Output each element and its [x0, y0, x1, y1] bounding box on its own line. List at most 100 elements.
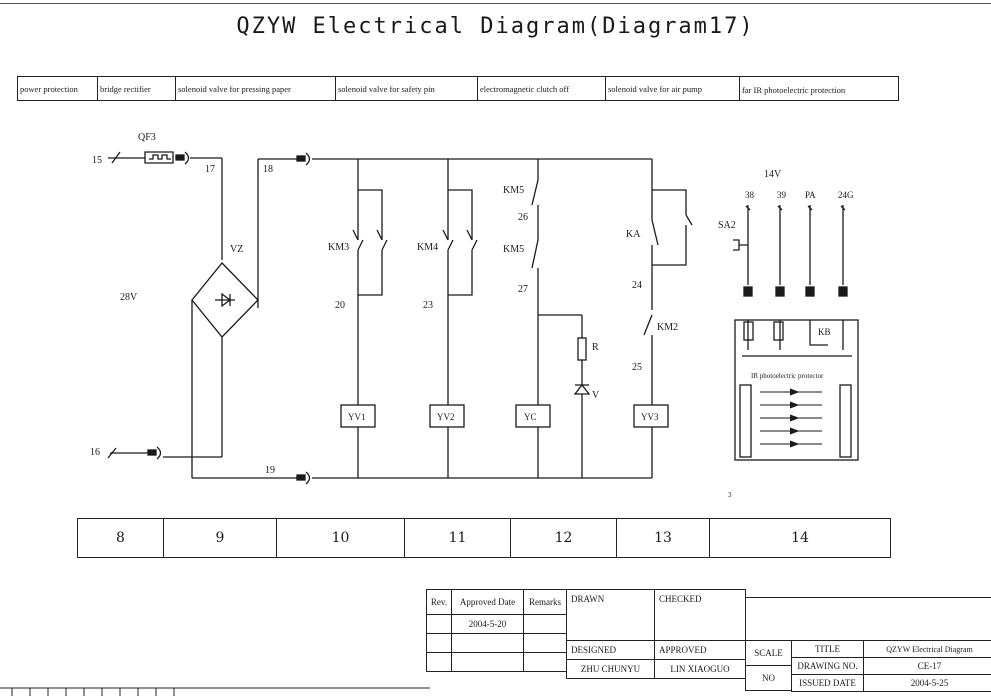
title-value: QZYW Electrical Diagram — [863, 640, 991, 658]
inner-connector — [773, 321, 784, 341]
resistor-r — [577, 337, 587, 361]
rev-row — [426, 633, 452, 653]
node-16-label: 16 — [90, 447, 100, 458]
connector-cup — [184, 151, 190, 165]
connector — [296, 155, 306, 162]
ka-contact — [652, 189, 693, 266]
coil-yc — [515, 404, 551, 428]
voltage-14v-label: 14V — [764, 169, 782, 180]
km4-label: KM4 — [417, 242, 438, 253]
kb-label: KB — [818, 327, 831, 337]
ir-protector-label: IR photoelectric protector — [751, 372, 824, 380]
km5a-label: KM5 — [503, 185, 524, 196]
km2-label: KM2 — [657, 322, 678, 333]
function-label: far IR photoelectric protection — [742, 85, 846, 95]
node-23-label: 23 — [423, 300, 433, 311]
plug — [775, 286, 785, 297]
coil-yv3 — [633, 404, 669, 428]
node-15-label: 15 — [92, 155, 102, 166]
function-label: solenoid valve for pressing paper — [176, 77, 336, 100]
column-number: 11 — [405, 519, 511, 557]
remarks-row — [523, 614, 567, 634]
sheet-border-top — [0, 3, 991, 4]
node-25-label: 25 — [632, 362, 642, 373]
plug — [838, 286, 848, 297]
terminal-24g — [840, 205, 846, 285]
ka-label: KA — [626, 229, 641, 240]
coil-yv1-label: YV1 — [348, 412, 366, 422]
terminal-24g-label: 24G — [838, 190, 854, 200]
qf3-label: QF3 — [138, 132, 156, 143]
node-17-label: 17 — [205, 164, 215, 175]
approved-date-value: 2004-5-20 — [451, 614, 524, 634]
title-block: Rev. Approved Date Remarks 2004-5-20 DRA… — [426, 589, 991, 699]
drawn-cell: DRAWN — [566, 589, 655, 641]
title-label: TITLE — [791, 640, 864, 658]
column-number: 13 — [617, 519, 710, 557]
diode-v — [573, 383, 591, 395]
rev-row — [426, 614, 452, 634]
switch-mark — [111, 151, 121, 164]
connector — [175, 154, 185, 161]
km5-contact-b — [531, 239, 539, 269]
remarks-row — [523, 633, 567, 653]
sa2-switch — [733, 239, 748, 251]
approved-date-header: Approved Date — [451, 589, 524, 615]
node-24-label: 24 — [632, 280, 642, 291]
breaker-symbol — [144, 151, 174, 164]
coil-yv2 — [429, 404, 465, 428]
diode-label: V — [592, 390, 600, 401]
diode-symbol — [215, 292, 235, 308]
rev-row — [426, 652, 452, 672]
column-index-bar: 8 9 10 11 12 13 14 — [77, 518, 891, 558]
bottom-ruler — [0, 687, 430, 696]
remarks-row — [523, 652, 567, 672]
designed-label: DESIGNED — [566, 640, 655, 660]
approved-by: LIN XIAOGUO — [654, 659, 746, 679]
km3-contact — [352, 189, 383, 241]
drawing-no-label: DRAWING NO. — [791, 657, 864, 675]
inner-connector — [743, 321, 754, 341]
checked-cell: CHECKED — [654, 589, 746, 641]
scale-label: SCALE — [745, 640, 792, 666]
terminal-pa — [807, 205, 813, 285]
rev-header: Rev. — [426, 589, 452, 615]
column-number: 10 — [277, 519, 405, 557]
km3-nc — [357, 239, 388, 296]
column-number: 12 — [511, 519, 617, 557]
km5-contact-a — [531, 179, 539, 206]
title-area — [745, 597, 991, 641]
receiver-bar — [839, 384, 852, 458]
node-19-label: 19 — [265, 465, 275, 476]
diagram-title: QZYW Electrical Diagram(Diagram17) — [236, 14, 755, 39]
column-number: 8 — [78, 519, 164, 557]
plug — [805, 286, 815, 297]
column-number: 9 — [164, 519, 277, 557]
coil-yv3-label: YV3 — [641, 412, 659, 422]
terminal-39 — [777, 205, 783, 285]
designed-by: ZHU CHUNYU — [566, 659, 655, 679]
connector-cup — [305, 152, 311, 166]
terminal-pa-label: PA — [805, 190, 816, 200]
date-row — [451, 652, 524, 672]
inner-wiring — [747, 320, 844, 350]
resistor-label: R — [592, 342, 599, 353]
function-label: solenoid valve for air pump — [606, 77, 740, 100]
terminal-39-label: 39 — [777, 190, 787, 200]
connector — [296, 474, 306, 481]
coil-yc-label: YC — [524, 412, 537, 422]
node-18-label: 18 — [263, 164, 273, 175]
function-label: bridge rectifier — [98, 77, 176, 100]
km4-nc — [447, 239, 478, 296]
ir-beams — [760, 388, 822, 448]
node-27-label: 27 — [518, 284, 528, 295]
voltage-28v-label: 28V — [120, 292, 138, 303]
connector — [147, 449, 157, 456]
stray-mark: 3 — [728, 491, 732, 499]
node-26-label: 26 — [518, 212, 528, 223]
column-number: 14 — [791, 530, 809, 546]
km2-switch — [643, 314, 653, 336]
function-header-bar: power protection bridge rectifier soleno… — [17, 76, 899, 101]
